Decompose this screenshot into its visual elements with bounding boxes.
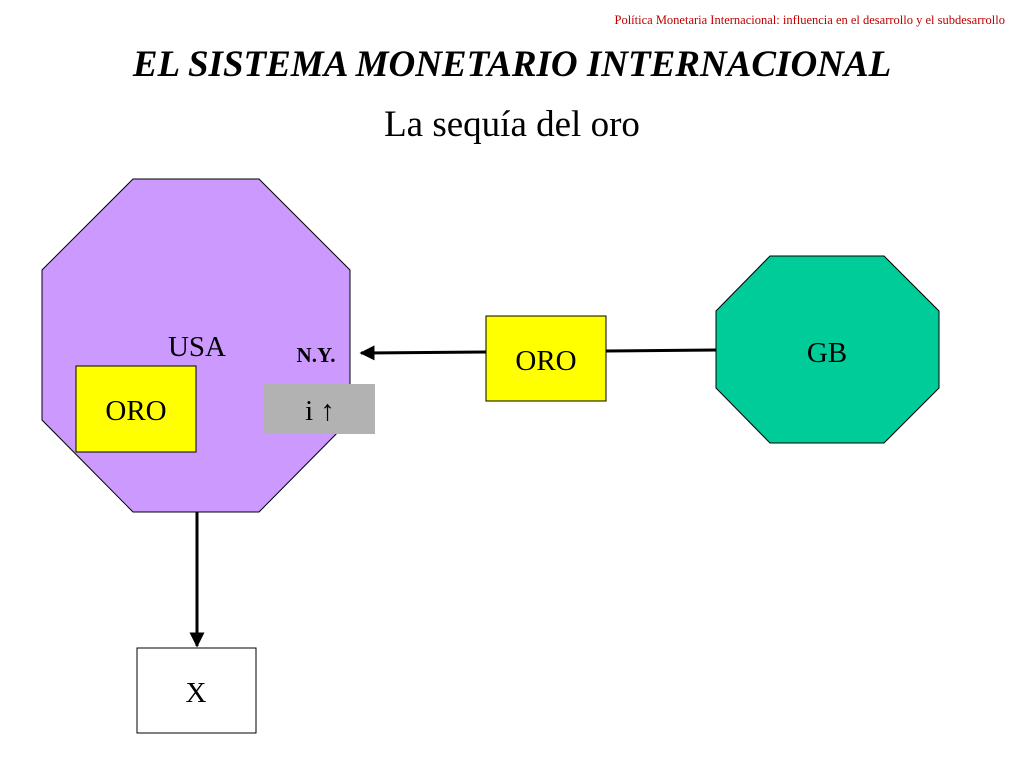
usa-label: USA xyxy=(168,331,226,363)
gb-octagon xyxy=(715,255,940,444)
oro-flow-label: ORO xyxy=(515,345,576,377)
gold-flow-line-gb xyxy=(605,348,717,353)
gb-label: GB xyxy=(807,337,847,369)
oro-usa-label: ORO xyxy=(105,395,166,427)
page-title: EL SISTEMA MONETARIO INTERNACIONAL xyxy=(132,44,892,85)
oro-box-flow xyxy=(485,315,607,402)
interest-rate-box xyxy=(264,384,375,434)
x-label: X xyxy=(186,677,207,709)
interest-rate-label: i ↑ xyxy=(305,395,335,427)
header-note: Política Monetaria Internacional: influe… xyxy=(614,13,1006,27)
x-box xyxy=(136,647,257,734)
page-subtitle: La sequía del oro xyxy=(384,104,640,145)
oro-box-usa xyxy=(75,365,197,453)
gold-flow-arrow xyxy=(359,345,487,361)
ny-label: N.Y. xyxy=(297,343,336,367)
